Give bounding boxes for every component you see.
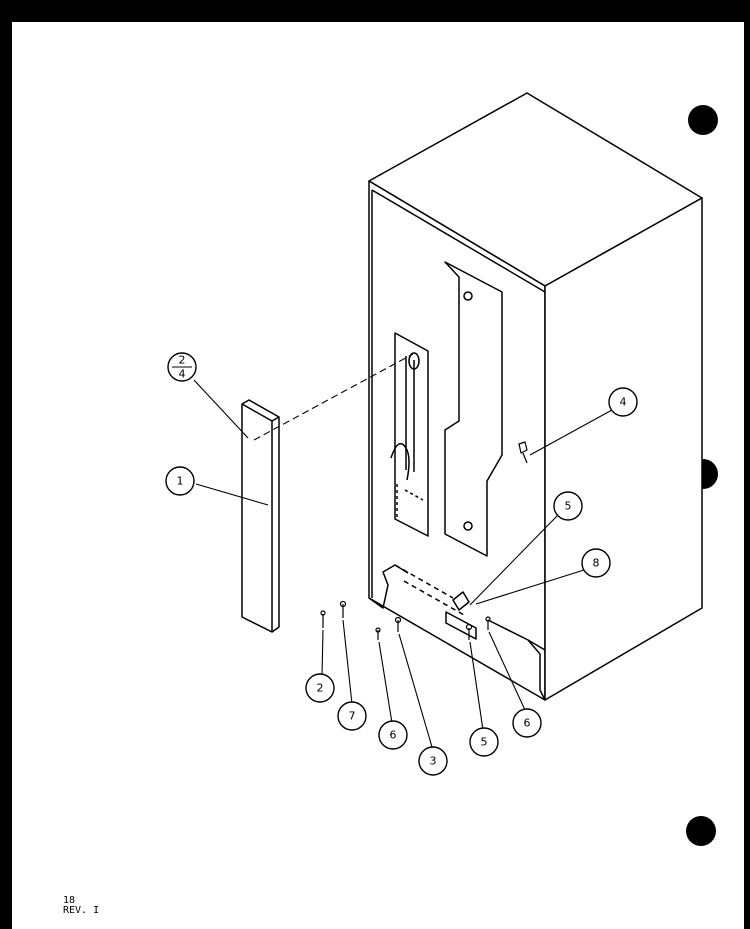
page-footer: 18 REV. I bbox=[63, 896, 99, 916]
svg-text:5: 5 bbox=[565, 500, 572, 513]
svg-text:3: 3 bbox=[430, 755, 437, 768]
callout-5-lower: 5 bbox=[469, 727, 499, 757]
callout-7: 7 bbox=[337, 701, 367, 731]
svg-text:4: 4 bbox=[620, 396, 627, 409]
callout-2-over-4: 2 4 bbox=[167, 352, 197, 382]
page-number: 18 bbox=[63, 895, 76, 906]
svg-text:5: 5 bbox=[481, 736, 488, 749]
svg-text:4: 4 bbox=[179, 368, 186, 381]
svg-text:6: 6 bbox=[524, 717, 531, 730]
callout-5-upper: 5 bbox=[553, 491, 583, 521]
binder-hole-bottom bbox=[686, 816, 716, 846]
binder-hole-top bbox=[688, 105, 718, 135]
leader-lines bbox=[193, 353, 613, 748]
callout-4: 4 bbox=[608, 387, 638, 417]
callout-3: 3 bbox=[418, 746, 448, 776]
back-channel-plate bbox=[444, 261, 503, 557]
callout-1: 1 bbox=[165, 466, 195, 496]
svg-text:2: 2 bbox=[317, 682, 324, 695]
svg-text:8: 8 bbox=[593, 557, 600, 570]
svg-text:2: 2 bbox=[179, 354, 186, 367]
svg-text:6: 6 bbox=[390, 729, 397, 742]
callout-2: 2 bbox=[305, 673, 335, 703]
svg-text:7: 7 bbox=[349, 710, 356, 723]
fasteners bbox=[320, 441, 528, 640]
callout-6-right: 6 bbox=[512, 708, 542, 738]
callout-6-left: 6 bbox=[378, 720, 408, 750]
revision-label: REV. I bbox=[63, 905, 100, 916]
back-cavity bbox=[390, 332, 429, 537]
side-panel-part bbox=[241, 399, 280, 633]
callout-8: 8 bbox=[581, 548, 611, 578]
svg-text:1: 1 bbox=[177, 475, 184, 488]
